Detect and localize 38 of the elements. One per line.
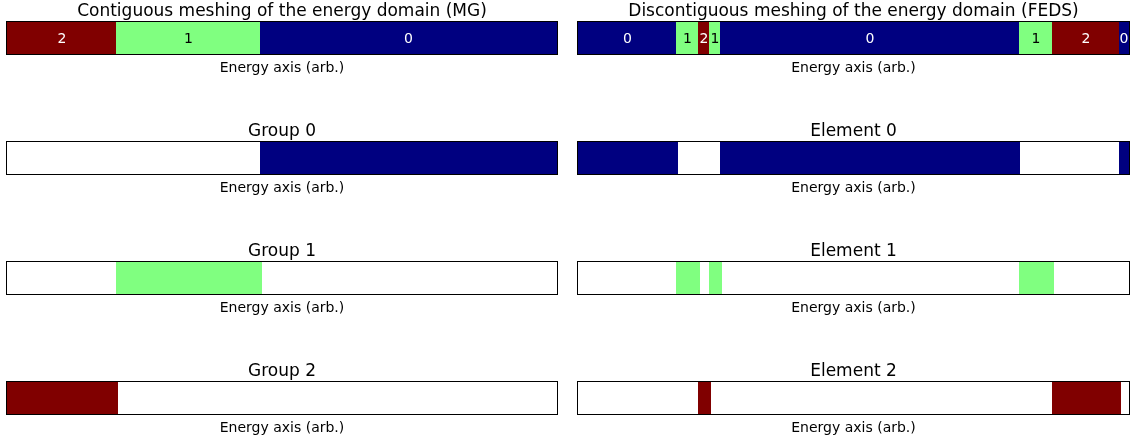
- filled-segment: [698, 382, 711, 414]
- filled-segment: [709, 262, 722, 294]
- mesh-segment: 0: [1119, 22, 1129, 54]
- mesh-segment: 1: [116, 22, 261, 54]
- mesh-segment: 0: [260, 22, 557, 54]
- panel-title: Contiguous meshing of the energy domain (MG): [77, 0, 487, 21]
- axis-label: Energy axis (arb.): [791, 58, 916, 76]
- axis-label: Energy axis (arb.): [791, 178, 916, 196]
- filled-segment: [676, 262, 700, 294]
- panel-title: Element 2: [810, 359, 897, 381]
- mesh-segment: 2: [698, 22, 710, 54]
- panel-title: Group 0: [248, 119, 316, 141]
- filled-segment: [260, 142, 557, 174]
- axis-label: Energy axis (arb.): [219, 418, 345, 436]
- filled-segment: [1052, 382, 1121, 414]
- filled-segment: [720, 142, 1020, 174]
- mesh-segment: 1: [676, 22, 699, 54]
- panel-title: Group 2: [248, 359, 316, 381]
- axis-label: Energy axis (arb.): [219, 298, 345, 316]
- mesh-segment: 1: [709, 22, 721, 54]
- axis-label: Energy axis (arb.): [219, 58, 345, 76]
- filled-segment: [116, 262, 262, 294]
- axis-label: Energy axis (arb.): [791, 298, 916, 316]
- mesh-segment: 2: [1052, 22, 1120, 54]
- mesh-segment: 0: [578, 22, 677, 54]
- filled-segment: [7, 382, 118, 414]
- axis-label: Energy axis (arb.): [219, 178, 345, 196]
- mesh-segment: 2: [7, 22, 117, 54]
- filled-segment: [1019, 262, 1054, 294]
- filled-segment: [578, 142, 678, 174]
- panel-title: Element 1: [810, 239, 897, 261]
- mesh-segment: 0: [720, 22, 1020, 54]
- axis-label: Energy axis (arb.): [791, 418, 916, 436]
- filled-segment: [1119, 142, 1129, 174]
- panel-title: Group 1: [248, 239, 316, 261]
- panel-title: Element 0: [810, 119, 897, 141]
- mesh-segment: 1: [1019, 22, 1053, 54]
- panel-title: Discontiguous meshing of the energy domain (FEDS): [628, 0, 1079, 21]
